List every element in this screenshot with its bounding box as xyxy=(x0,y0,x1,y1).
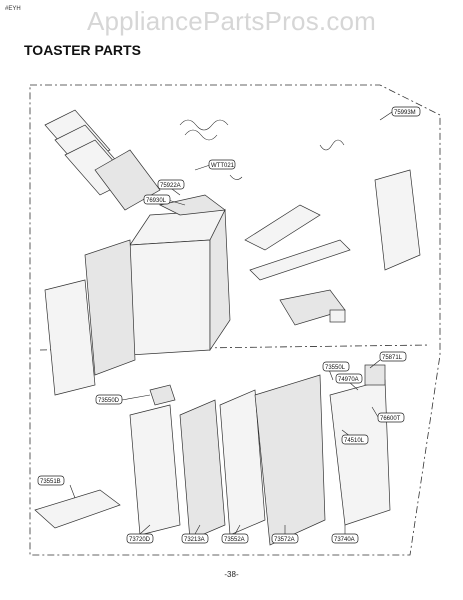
part-label-73720D: 73720D xyxy=(126,533,154,544)
svg-text:74510L: 74510L xyxy=(344,438,365,444)
svg-text:74970A: 74970A xyxy=(338,377,359,383)
svg-text:75993M: 75993M xyxy=(394,110,416,116)
part-label-74510L: 74510L xyxy=(341,434,369,445)
switch-block xyxy=(364,364,386,386)
side-bracket xyxy=(374,169,421,271)
outline-border xyxy=(29,84,441,556)
part-label-75922A: 75922A xyxy=(157,179,185,190)
carriage-assembly xyxy=(244,204,351,326)
svg-text:WTT021: WTT021 xyxy=(211,163,235,169)
heater-wires xyxy=(179,119,345,180)
part-label-73740A: 73740A xyxy=(331,533,359,544)
part-label-76930L: 76930L xyxy=(143,194,171,205)
svg-text:76930L: 76930L xyxy=(146,198,167,204)
part-label-73572A: 73572A xyxy=(271,533,299,544)
svg-text:73550L: 73550L xyxy=(325,365,346,371)
part-label-74970A: 74970A xyxy=(335,373,363,384)
corner-mark: #EYH xyxy=(5,6,21,12)
svg-text:76600T: 76600T xyxy=(380,416,401,422)
svg-text:73572A: 73572A xyxy=(274,537,295,543)
leader-lines xyxy=(69,111,393,535)
svg-text:73552A: 73552A xyxy=(224,537,245,543)
part-label-73550L: 73550L xyxy=(322,361,350,372)
svg-text:73740A: 73740A xyxy=(334,537,355,543)
outer-panels-upper xyxy=(44,239,136,396)
svg-text:75922A: 75922A xyxy=(160,183,181,189)
watermark: AppliancePartsPros.com xyxy=(86,6,377,36)
part-label-76600T: 76600T xyxy=(377,412,405,423)
heater-elements xyxy=(44,109,161,211)
part-label-73552A: 73552A xyxy=(221,533,249,544)
part-label-73551B: 73551B xyxy=(37,475,65,486)
svg-text:73550D: 73550D xyxy=(98,398,120,404)
part-label-73213A: 73213A xyxy=(181,533,209,544)
crumb-tray xyxy=(34,489,121,529)
part-label-WTT021: WTT021 xyxy=(208,159,236,170)
page-title: TOASTER PARTS xyxy=(24,42,141,58)
svg-text:73551B: 73551B xyxy=(40,479,61,485)
main-frame xyxy=(129,194,231,356)
svg-text:73720D: 73720D xyxy=(129,537,151,543)
lower-housing xyxy=(129,374,391,546)
svg-text:75871L: 75871L xyxy=(382,355,403,361)
page-number: -38- xyxy=(224,570,239,579)
part-label-73550D: 73550D xyxy=(95,394,123,405)
svg-text:73213A: 73213A xyxy=(184,537,205,543)
part-label-75993M: 75993M xyxy=(391,106,421,117)
part-label-75871L: 75871L xyxy=(379,351,407,362)
